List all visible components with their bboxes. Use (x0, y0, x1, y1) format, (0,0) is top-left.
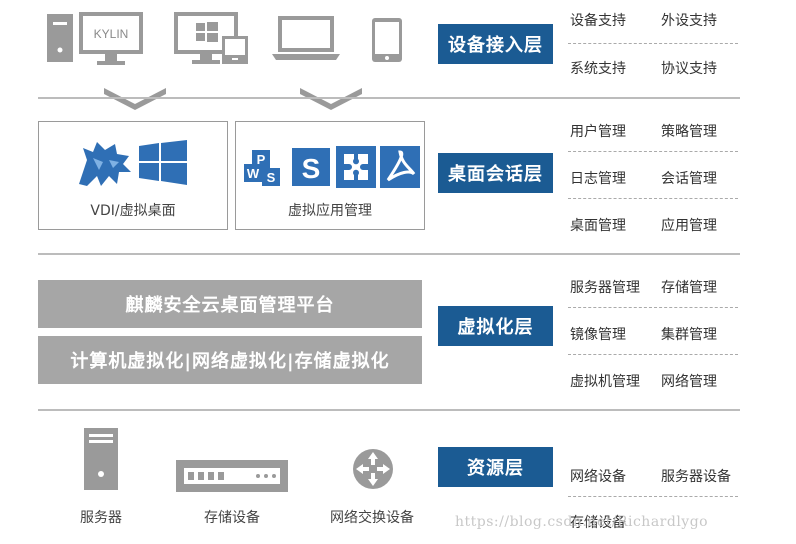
layer-divider (38, 97, 740, 99)
log-management: 日志管理 (570, 171, 626, 187)
layer-badge-device: 设备接入层 (438, 24, 553, 64)
svg-text:P: P (257, 152, 266, 167)
windows-desktop-icon (174, 12, 248, 64)
cluster-management: 集群管理 (661, 327, 717, 343)
app-management: 应用管理 (661, 218, 717, 234)
protocol-support: 协议支持 (661, 61, 717, 77)
tablet-icon (372, 18, 402, 62)
svg-text:S: S (267, 170, 276, 185)
virtual-app-panel: P W S S 虚拟应用管理 (235, 121, 425, 230)
layer-badge-resource: 资源层 (438, 447, 553, 487)
server-icon (84, 428, 118, 490)
platform-bar: 麒麟安全云桌面管理平台 (38, 280, 422, 328)
network-management: 网络管理 (661, 374, 717, 390)
kylin-label: KYLIN (94, 27, 129, 41)
session-management: 会话管理 (661, 171, 717, 187)
server-device: 服务器设备 (661, 469, 731, 485)
storage-management: 存储管理 (661, 280, 717, 296)
vdi-panel: VDI/虚拟桌面 (38, 121, 228, 230)
svg-text:S: S (302, 153, 321, 184)
dotted-separator (568, 307, 738, 308)
watermark: https://blog.csdn.net/Richardlygo (455, 514, 709, 530)
chevron-down-icon (300, 88, 362, 110)
network-switch-icon (353, 449, 393, 489)
layer-divider (38, 409, 740, 411)
network-switch-caption: 网络交换设备 (330, 510, 414, 526)
dotted-separator (568, 198, 738, 199)
svg-text:W: W (247, 166, 260, 181)
puzzle-app-icon (336, 146, 376, 188)
image-management: 镜像管理 (570, 327, 626, 343)
dotted-separator (568, 43, 738, 44)
policy-management: 策略管理 (661, 124, 717, 140)
virtual-app-caption: 虚拟应用管理 (288, 203, 372, 219)
kylin-logo-icon (79, 142, 131, 186)
network-device: 网络设备 (570, 469, 626, 485)
dotted-separator (568, 151, 738, 152)
storage-device: 存储设备 (570, 515, 626, 531)
pdf-icon (380, 146, 420, 188)
vm-management: 虚拟机管理 (570, 374, 640, 390)
sharepoint-icon: S (292, 148, 330, 186)
dotted-separator (568, 354, 738, 355)
laptop-icon (272, 16, 340, 60)
server-caption: 服务器 (80, 510, 122, 526)
dotted-separator (568, 496, 738, 497)
layer-divider (38, 253, 740, 255)
server-management: 服务器管理 (570, 280, 640, 296)
storage-caption: 存储设备 (204, 510, 260, 526)
user-management: 用户管理 (570, 124, 626, 140)
layer-badge-session: 桌面会话层 (438, 153, 553, 193)
windows-logo-icon (139, 140, 187, 185)
device-support: 设备支持 (570, 13, 626, 29)
peripheral-support: 外设支持 (661, 13, 717, 29)
desktop-management: 桌面管理 (570, 218, 626, 234)
kylin-desktop-icon: KYLIN (47, 12, 143, 65)
virtualization-bar: 计算机虚拟化|网络虚拟化|存储虚拟化 (38, 336, 422, 384)
word-icon: P W S (244, 150, 280, 186)
storage-device-icon (176, 460, 288, 492)
system-support: 系统支持 (570, 61, 626, 77)
vdi-caption: VDI/虚拟桌面 (90, 203, 176, 219)
layer-badge-virtualization: 虚拟化层 (438, 306, 553, 346)
chevron-down-icon (104, 88, 166, 110)
